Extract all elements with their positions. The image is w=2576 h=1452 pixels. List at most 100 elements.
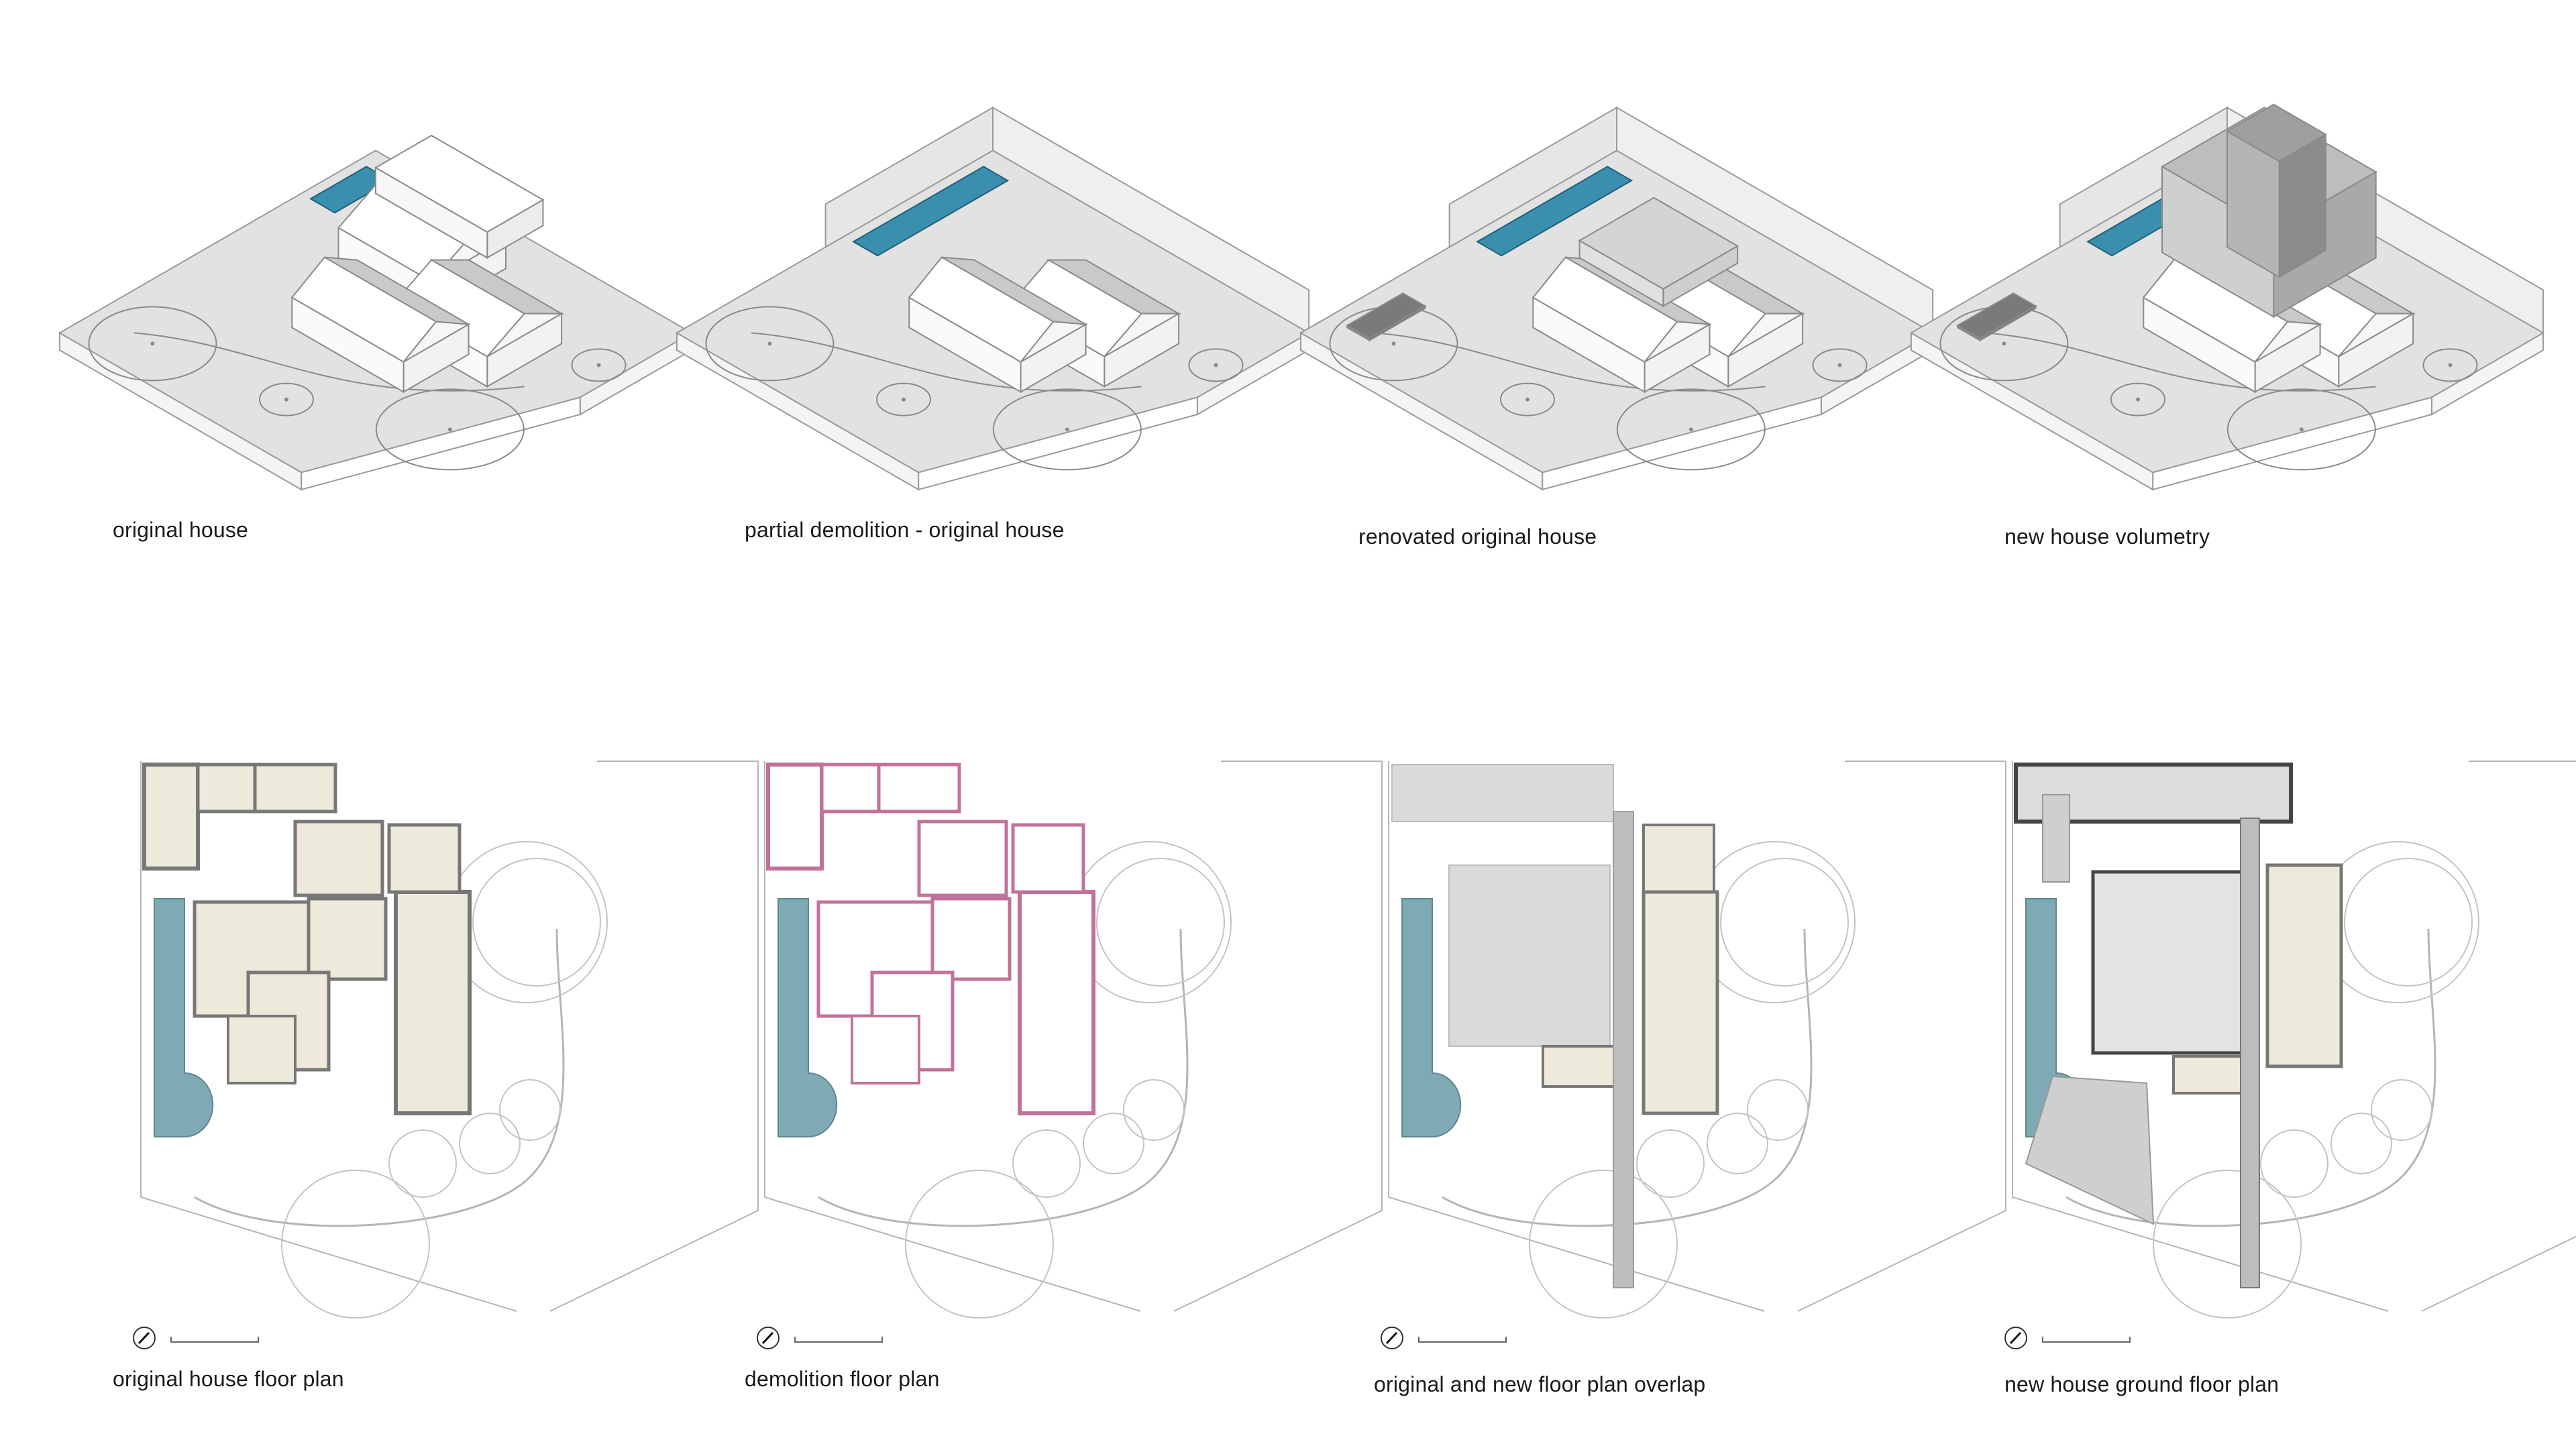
room-entry	[387, 823, 462, 894]
site-boundary	[549, 761, 759, 1312]
scale-bar	[794, 1337, 883, 1343]
tree-trunk	[1525, 397, 1529, 402]
tree-canopy	[571, 348, 627, 382]
tree-canopy	[2110, 382, 2165, 416]
room-garage	[142, 763, 200, 871]
new-footprint-roof	[1578, 197, 1739, 290]
tree-canopy	[2226, 388, 2376, 471]
boundary-wall	[2059, 106, 2228, 249]
tree-canopy	[2422, 348, 2478, 382]
tree-canopy	[1707, 1113, 1768, 1174]
boundary-wall	[824, 106, 994, 249]
pool	[1476, 166, 1633, 257]
tree-canopy	[1616, 388, 1766, 471]
scale-bar	[170, 1337, 259, 1343]
tree-canopy	[2371, 1079, 2432, 1141]
scale-bar	[2042, 1337, 2131, 1343]
axonometric-new	[1909, 103, 2545, 491]
site-boundary	[2421, 761, 2576, 1312]
site-boundary	[764, 761, 1141, 1312]
tree-canopy	[2153, 1170, 2302, 1319]
tree-canopy	[2344, 858, 2473, 987]
house-wing-gable	[2338, 313, 2416, 357]
north-arrow-needle	[761, 1331, 774, 1345]
upper-volume-roof	[2226, 103, 2327, 162]
room-bedroom	[293, 820, 384, 897]
driveway-line	[1375, 332, 1766, 392]
caption-partial-demolition: partial demolition - original house	[745, 518, 1065, 542]
caption-original-floor-plan: original house floor plan	[113, 1367, 344, 1391]
tree-canopy	[2260, 1129, 2328, 1198]
tree-trunk	[767, 341, 772, 346]
tree-trunk	[2448, 363, 2453, 368]
tree-canopy	[875, 382, 931, 416]
pool	[852, 166, 1010, 257]
north-arrow-icon	[133, 1327, 156, 1349]
driveway	[2065, 928, 2436, 1227]
tree-canopy	[1636, 1129, 1705, 1198]
tree-trunk	[284, 397, 288, 402]
room-study	[227, 1015, 297, 1084]
new-house-footprint	[1448, 864, 1611, 1047]
site-boundary	[1173, 761, 1383, 1312]
house-wing-gable	[1020, 321, 1088, 363]
tree-canopy	[2330, 1113, 2392, 1174]
room-bedroom	[307, 897, 388, 981]
tree-canopy	[1720, 858, 1849, 987]
garage-roof	[374, 134, 545, 233]
tree-canopy	[375, 388, 525, 471]
tree-canopy	[459, 1113, 521, 1174]
house-wing-gable	[1644, 321, 1712, 363]
new-terrace	[2025, 1075, 2155, 1225]
tree-canopy	[905, 1170, 1054, 1319]
tree-canopy	[281, 1170, 430, 1319]
room-service	[196, 763, 257, 814]
tree-trunk	[447, 427, 452, 432]
room-service	[820, 763, 881, 814]
new-wall-spine	[2240, 818, 2260, 1288]
house-wing-gable	[2254, 321, 2322, 363]
house-wing-gable	[402, 321, 471, 363]
path-strip-roof	[1346, 292, 1427, 339]
tree-canopy	[1188, 348, 1244, 382]
side-path	[2042, 794, 2070, 883]
tree-trunk	[2135, 397, 2140, 402]
tree-canopy	[1812, 348, 1868, 382]
floor-plan-overlap	[1381, 761, 2006, 1349]
tree-canopy	[992, 388, 1142, 471]
tree-canopy	[1012, 1129, 1081, 1198]
caption-original-house: original house	[113, 518, 249, 542]
room-right-wing	[394, 890, 472, 1115]
north-arrow-needle	[2009, 1331, 2022, 1345]
room-bedroom	[917, 820, 1008, 897]
room-entry	[1011, 823, 1085, 894]
site-boundary	[140, 761, 517, 1312]
room-study	[1542, 1045, 1618, 1088]
tree-canopy	[1529, 1170, 1678, 1319]
tree-trunk	[150, 341, 155, 346]
scale-bar	[1418, 1337, 1507, 1343]
tree-canopy	[472, 858, 601, 987]
room-bedroom	[930, 897, 1012, 981]
tree-canopy	[1747, 1079, 1809, 1141]
tree-canopy	[88, 306, 217, 382]
driveway	[818, 928, 1189, 1227]
room-garage	[766, 763, 824, 871]
house-wing-gable	[486, 313, 564, 357]
room-entry	[1642, 824, 1715, 893]
floor-plan-demolition	[757, 761, 1383, 1349]
pool	[777, 898, 838, 1137]
tree-trunk	[596, 363, 601, 368]
site-boundary	[1797, 761, 2006, 1312]
tree-trunk	[1391, 341, 1396, 346]
driveway-line	[1985, 332, 2376, 392]
caption-new-ground-floor-plan: new house ground floor plan	[2004, 1372, 2279, 1396]
north-arrow-icon	[2004, 1327, 2027, 1349]
driveway-line	[133, 332, 525, 392]
caption-renovated-house: renovated original house	[1358, 524, 1597, 549]
tree-trunk	[2299, 427, 2304, 432]
north-arrow-icon	[757, 1327, 780, 1349]
house-wing-gable	[1727, 313, 1805, 357]
caption-new-house-volumetry: new house volumetry	[2004, 524, 2210, 549]
